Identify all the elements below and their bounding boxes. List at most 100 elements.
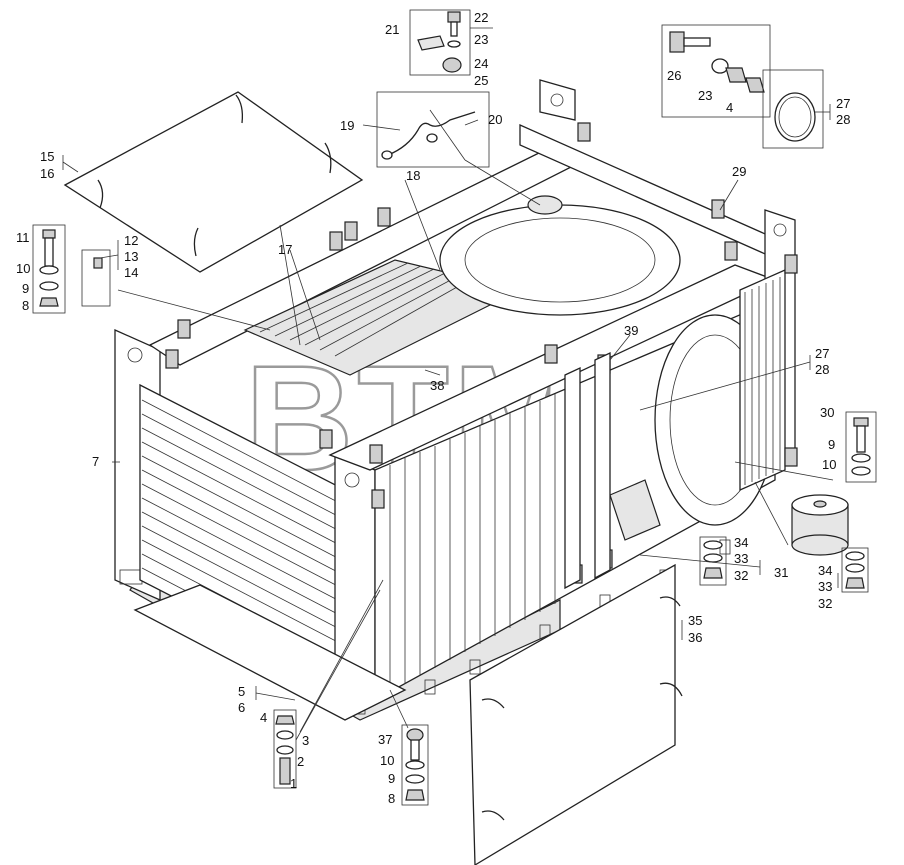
washer [447,40,461,48]
rubber-mount [791,494,849,556]
right-grille-slats [744,277,781,485]
hose-clamp-inner [778,96,812,138]
bolt-head [669,31,685,53]
washer [405,760,425,770]
bolt-shank [44,237,54,267]
callout-9-bottom: 9 [388,771,395,786]
callout-29: 29 [732,164,746,179]
washer [703,540,723,550]
right-grille [739,268,786,492]
hardware-box [401,724,429,806]
hardware-box [376,91,490,168]
nut [39,297,59,307]
bolt-head [853,417,869,427]
callout-2: 2 [297,754,304,769]
callout-10-bottom: 10 [380,753,394,768]
hose-line [387,111,476,156]
callout-23-right: 23 [698,88,712,103]
hose-end [426,133,438,143]
washer [276,745,294,755]
core-fins [389,394,556,692]
callout-33-right: 33 [818,579,832,594]
bolt-stack-bottom [401,724,429,806]
callout-15: 15 [40,149,54,164]
bolt-head [447,11,461,23]
hardware-box [661,24,771,118]
clamp [329,231,343,251]
clamp [371,489,385,509]
callout-9-right: 9 [828,437,835,452]
lock-washer [39,281,59,291]
door-handle [481,698,505,709]
callout-37: 37 [378,732,392,747]
bolt-shank [683,37,711,47]
callout-24: 24 [474,56,488,71]
clamp [724,241,738,261]
callout-6: 6 [238,700,245,715]
washer [845,563,865,573]
hardware-box [841,547,869,593]
top-slats [259,262,474,357]
nut [845,577,865,589]
bolt-stack-front [273,709,297,789]
bolt-head [42,229,56,239]
nut [745,77,765,93]
cover-latch [193,227,199,257]
leader-lines [62,27,839,741]
hardware-box [273,709,297,789]
callout-4-bottom: 4 [260,710,267,725]
clamp [369,444,383,464]
door-plate [469,563,676,865]
callout-labels: 1 2 3 4 4 5 6 7 8 8 9 9 9 10 10 10 11 12… [16,10,850,806]
cap-gasket [417,35,445,51]
clamp [377,207,391,227]
washer-stack-center [699,536,727,586]
callout-26: 26 [667,68,681,83]
clip-12-13-14 [81,249,111,307]
callout-34-right: 34 [818,563,832,578]
cover-latch [97,179,104,209]
cover-plate [63,91,364,273]
callout-32-center: 32 [734,568,748,583]
callout-11: 11 [16,230,30,245]
hardware-box [32,224,66,314]
clamp [784,254,798,274]
cover-latch [235,94,244,124]
hardware-box [845,411,877,483]
stud [279,757,291,785]
callout-10-left: 10 [16,261,30,276]
clamp [711,199,725,219]
washer [39,265,59,275]
washer-stack-right [841,547,869,593]
hose-end [381,150,393,160]
clamp [784,447,798,467]
hardware-box [409,9,471,76]
filler-cap [527,195,563,215]
callout-19: 19 [340,118,354,133]
callout-35: 35 [688,613,702,628]
nut [725,67,747,83]
callout-13: 13 [124,249,138,264]
door-handle [481,810,505,821]
callout-22: 22 [474,10,488,25]
side-bar [594,351,611,580]
callout-14: 14 [124,265,138,280]
callout-31: 31 [774,565,788,580]
washer [703,553,723,563]
hose-group [376,91,490,168]
callout-33-center: 33 [734,551,748,566]
fan-support-bracket [609,479,661,541]
callout-9-left: 9 [22,281,29,296]
washer [276,730,294,740]
callout-3: 3 [302,733,309,748]
bottom-skid-plate [133,584,407,721]
bolt-shank [450,21,458,37]
bolt-group-top-right [661,24,771,118]
mount-stud [813,500,827,508]
hose-clamp-ring [774,92,816,142]
callout-8-bottom: 8 [388,791,395,806]
callout-12: 12 [124,233,138,248]
fan-shroud-ring [464,217,656,303]
door-handle [659,596,681,607]
callout-28-top: 28 [836,112,850,127]
